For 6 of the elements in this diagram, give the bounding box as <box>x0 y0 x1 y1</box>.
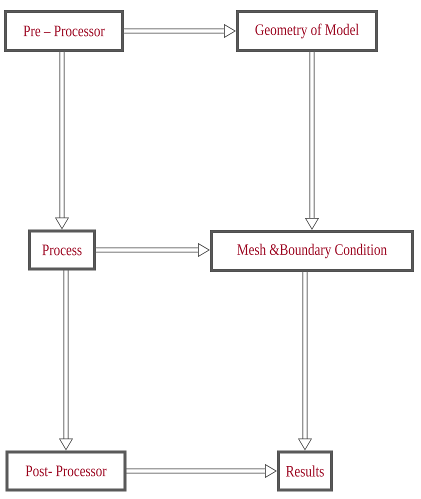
process-box: Process <box>28 230 96 270</box>
process-box: Pre – Processor <box>4 10 124 52</box>
process-box: Results <box>277 450 333 492</box>
process-box: Post- Processor <box>6 450 126 492</box>
process-box: Geometry of Model <box>236 10 378 52</box>
process-box: Mesh &Boundary Condition <box>210 230 414 272</box>
